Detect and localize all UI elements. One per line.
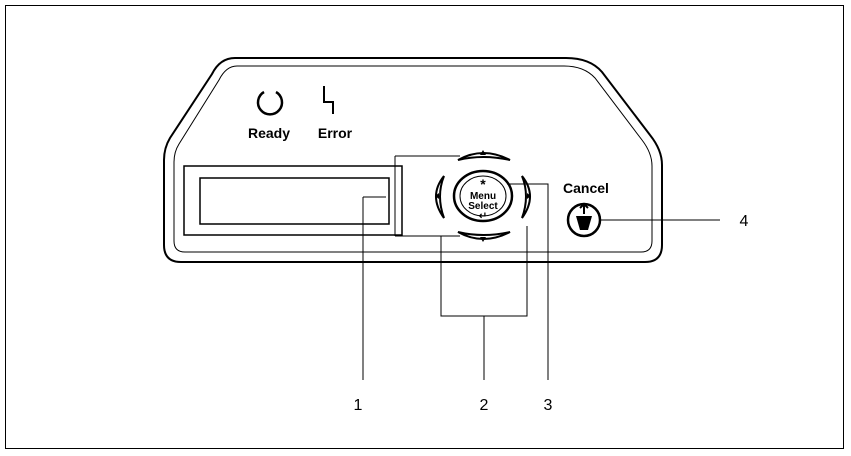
up-arrow-key[interactable]: [457, 150, 511, 161]
error-icon: [323, 86, 334, 114]
ready-icon: [256, 90, 284, 116]
panel-body-outline: [163, 57, 663, 263]
error-label: Error: [318, 125, 353, 141]
cancel-icon: [576, 216, 592, 230]
callout-3: 3: [544, 397, 553, 414]
down-arrow-key[interactable]: [457, 231, 511, 242]
cancel-key[interactable]: [566, 202, 602, 238]
callout-1: 1: [354, 397, 363, 414]
callout-4: 4: [740, 213, 749, 230]
cancel-label: Cancel: [563, 180, 609, 196]
callout-line-3: [507, 183, 549, 380]
enter-icon: ↵: [479, 211, 487, 222]
lcd-display: [183, 165, 403, 236]
menu-star-icon: *: [480, 176, 486, 192]
select-label: Select: [468, 201, 498, 212]
right-arrow-key[interactable]: [521, 175, 531, 219]
callout-2: 2: [480, 397, 489, 414]
left-arrow-key[interactable]: [435, 175, 445, 219]
menu-label: Menu: [470, 191, 496, 202]
keypad-bracket: [394, 155, 460, 237]
callout-line-1: [362, 196, 386, 380]
callout-line-2: [440, 226, 528, 380]
menu-select-key[interactable]: [452, 169, 514, 223]
panel-body-inner-outline: [173, 65, 653, 253]
figure-frame: [5, 5, 844, 449]
ready-label: Ready: [248, 125, 290, 141]
